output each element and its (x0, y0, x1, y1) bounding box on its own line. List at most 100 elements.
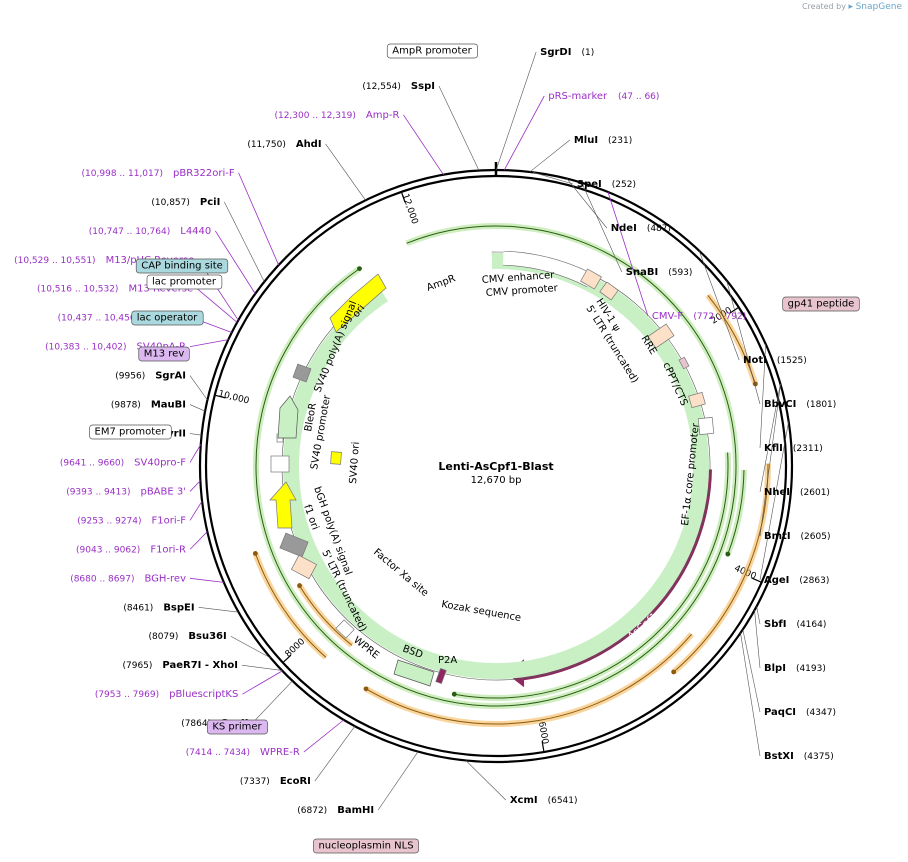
primer-leader (214, 230, 256, 294)
site-leader (759, 384, 781, 537)
primer-range: (8680 .. 8697) (70, 574, 134, 584)
orf-arc-3-arrowhead (725, 551, 731, 557)
site-position: (252) (612, 180, 636, 190)
nucleoplasmin-nls-box (313, 838, 419, 854)
site-position: (8461) (123, 603, 153, 613)
orf-arc-7-line (299, 585, 353, 646)
site-position: (12,554) (362, 82, 401, 92)
primer-leader (403, 114, 444, 175)
site-position: (1525) (777, 356, 807, 366)
primer-range: (772 .. 792) (693, 312, 746, 322)
site-leader (224, 201, 265, 282)
site-name: SpeI (577, 179, 602, 190)
ruler-label: 12,000 (400, 193, 420, 226)
orf-arc-6-line (254, 553, 327, 658)
site-position: (9878) (111, 401, 141, 411)
primer-range: (9043 .. 9062) (76, 545, 140, 555)
site-leader (581, 182, 623, 273)
orf-arc-3-line (727, 469, 745, 555)
site-leader (241, 664, 282, 671)
primer-name: F1ori-R (150, 544, 186, 555)
site-position: (487) (647, 224, 671, 234)
primer-leader (196, 288, 238, 323)
orf-arc-5-arrowhead (363, 686, 369, 692)
feature-shapes (269, 250, 715, 688)
primer-range: (10,529 .. 10,551) (14, 256, 95, 266)
primer-name: SV40pro-F (134, 457, 186, 468)
snapgene-credit: Created by ▸ SnapGene (802, 2, 902, 12)
site-position: (4375) (804, 752, 834, 762)
site-position: (11,750) (247, 140, 286, 150)
orf-arc-5-line (365, 633, 692, 725)
site-position: (9956) (115, 372, 145, 382)
site-position: (7337) (240, 777, 270, 787)
site-labels: SgrDI(1)pRS-marker(47 .. 66)MluI(231)Spe… (14, 43, 860, 854)
sv40-prom-box (270, 455, 290, 473)
site-position: (7965) (122, 661, 152, 671)
site-leader (377, 751, 419, 811)
m13-rev-box (138, 346, 190, 362)
cap-binding-box (135, 258, 229, 274)
ruler-label: 6000 (536, 721, 550, 746)
bleor-shape (277, 395, 299, 439)
sv40-ori-box (330, 451, 342, 465)
site-name: PciI (200, 197, 220, 208)
gp41-peptide-box-label: gp41 peptide (788, 299, 855, 310)
primer-leader (503, 95, 545, 171)
ruler-tick (751, 577, 761, 583)
primer-range: (9393 .. 9413) (66, 487, 130, 497)
site-name: SbfI (764, 619, 786, 630)
site-leader (189, 375, 208, 401)
site-name: NotI (743, 355, 767, 366)
orf-arc-8-line (255, 225, 737, 707)
sv40-polya-box (292, 363, 312, 383)
primer-name: pBluescriptKS (169, 689, 238, 700)
plasmid-size: 12,670 bp (471, 475, 522, 486)
cap-binding-box-label: CAP binding site (141, 261, 223, 272)
primer-name: WPRE-R (260, 747, 300, 758)
primer-leader (189, 500, 203, 521)
feature-label-kozak: Kozak sequence (440, 599, 521, 624)
ruler-label: 8000 (284, 637, 308, 660)
site-leader (230, 635, 271, 659)
site-name: EcoRI (280, 776, 311, 787)
primer-name: BGH-rev (144, 573, 186, 584)
site-leader (325, 143, 366, 201)
orf-arc-2-arrowhead (671, 669, 677, 675)
primer-range: (9253 .. 9274) (77, 516, 141, 526)
ori-shape (329, 273, 387, 333)
site-position: (10,857) (151, 198, 190, 208)
site-position: (2863) (799, 576, 829, 586)
site-leader (189, 433, 202, 436)
snapgene-logo-icon: ▸ (848, 2, 854, 12)
site-name: BmtI (764, 531, 791, 542)
primer-leader (242, 670, 283, 695)
feature-label-bleor: BleoR (303, 402, 319, 432)
site-position: (8079) (148, 632, 178, 642)
cppt-box (688, 391, 706, 409)
orf-arcs (252, 223, 771, 727)
primer-range: (10,516 .. 10,532) (37, 285, 118, 295)
ks-primer-box (206, 719, 268, 735)
primer-range: (7953 .. 7969) (95, 690, 159, 700)
orf-arc-6-arrowhead (252, 550, 258, 556)
m13-rev-box-label: M13 rev (144, 349, 185, 360)
site-position: (2311) (793, 444, 823, 454)
primer-name: L4440 (180, 226, 211, 237)
lac-promoter-box-label: lac promoter (152, 277, 217, 288)
site-name: SgrDI (540, 47, 571, 58)
site-position: (6872) (297, 806, 327, 816)
primer-range: (9641 .. 9660) (60, 458, 124, 468)
cmv-outline-b (502, 264, 588, 288)
site-position: (4347) (806, 708, 836, 718)
ef1a-arrow-box (697, 416, 715, 436)
site-leader (698, 250, 740, 361)
site-leader (465, 760, 507, 801)
feature-label-sv40-ori: SV40 ori (348, 441, 362, 484)
site-name: AhdI (296, 139, 322, 150)
site-leader (198, 606, 239, 613)
primer-name: Amp-R (366, 110, 400, 121)
site-leader (566, 178, 608, 229)
site-leader (759, 421, 789, 581)
